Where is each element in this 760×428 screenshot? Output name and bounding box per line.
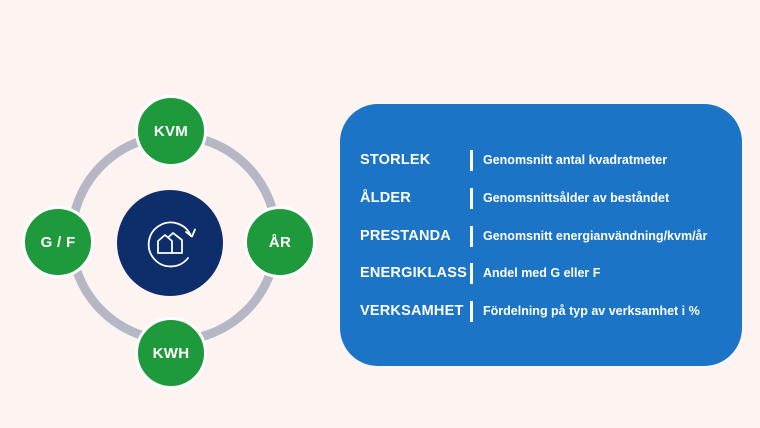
row-divider: [470, 187, 473, 209]
row-value: Andel med G eller F: [483, 266, 601, 280]
row-divider: [470, 149, 473, 171]
row-alder: ÅLDER Genomsnittsålder av beståndet: [360, 187, 730, 209]
row-divider: [470, 225, 473, 247]
row-key: STORLEK: [360, 152, 431, 168]
row-value: Fördelning på typ av verksamhet i %: [483, 304, 700, 318]
row-value: Genomsnitt antal kvadratmeter: [483, 153, 668, 167]
row-divider: [470, 262, 473, 284]
node-kvm-label: KVM: [153, 122, 189, 140]
row-key: PRESTANDA: [360, 228, 451, 244]
node-ar-label: ÅR: [268, 233, 292, 251]
center-circle: [117, 190, 223, 296]
row-value: Genomsnittsålder av beståndet: [483, 191, 670, 205]
node-gf: G / F: [22, 206, 94, 278]
row-energiklass: ENERGIKLASS Andel med G eller F: [360, 262, 730, 284]
node-kwh-label: KWH: [152, 344, 190, 362]
house-refresh-icon: [147, 221, 196, 268]
row-prestanda: PRESTANDA Genomsnitt energianvändning/kv…: [360, 225, 730, 247]
node-kwh: KWH: [135, 317, 207, 389]
row-divider: [470, 300, 473, 322]
definitions-panel: STORLEK Genomsnitt antal kvadratmeter ÅL…: [340, 104, 742, 366]
node-kvm: KVM: [135, 95, 207, 167]
node-ar: ÅR: [244, 206, 316, 278]
row-key: ENERGIKLASS: [360, 265, 467, 281]
row-key: VERKSAMHET: [360, 303, 464, 319]
row-key: ÅLDER: [360, 190, 411, 206]
node-gf-label: G / F: [40, 233, 76, 251]
row-storlek: STORLEK Genomsnitt antal kvadratmeter: [360, 149, 730, 171]
metrics-cycle-diagram: KVM ÅR KWH G / F: [0, 0, 340, 428]
row-value: Genomsnitt energianvändning/kvm/år: [483, 229, 708, 243]
row-verksamhet: VERKSAMHET Fördelning på typ av verksamh…: [360, 300, 730, 322]
